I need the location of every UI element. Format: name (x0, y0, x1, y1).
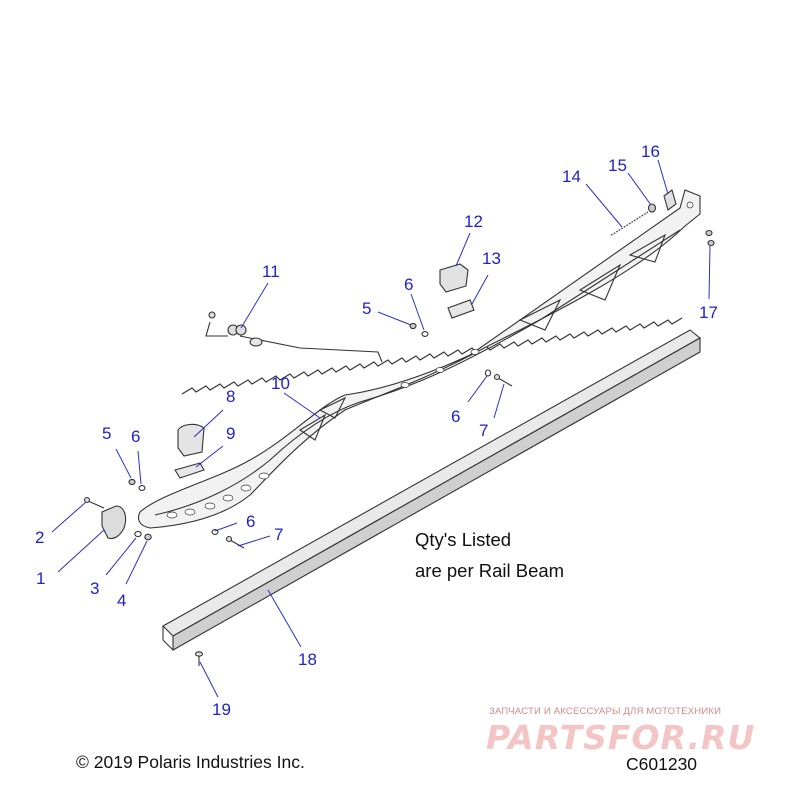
threaded-rod-14 (609, 211, 649, 237)
nut-15 (647, 203, 657, 213)
slide-block-8 (177, 423, 205, 457)
diagram-code: C601230 (626, 754, 698, 774)
callout-7: 7 (274, 525, 283, 544)
callout-19: 19 (212, 700, 231, 719)
copyright-text: © 2019 Polaris Industries Inc. (76, 752, 305, 772)
callout-18: 18 (298, 650, 317, 669)
callout-10: 10 (271, 374, 290, 393)
washer-6-upper (421, 331, 429, 337)
spacer-13 (447, 299, 475, 319)
nut-5 (128, 478, 136, 486)
callout-12: 12 (464, 212, 483, 231)
callout-2: 2 (35, 528, 44, 547)
callout-3: 3 (90, 579, 99, 598)
callout-8: 8 (226, 387, 235, 406)
nut-4 (144, 533, 152, 541)
rivet-19 (194, 651, 204, 666)
callout-5-upper: 5 (362, 299, 371, 318)
callout-17: 17 (699, 303, 718, 322)
slide-block-12 (439, 263, 469, 293)
callout-4: 4 (117, 591, 126, 610)
callout-13: 13 (482, 249, 501, 268)
bolt-7-mid (493, 373, 513, 387)
bolt-17 (705, 229, 715, 247)
rail-beam (137, 189, 701, 529)
wear-strip (162, 317, 701, 651)
callout-14: 14 (562, 167, 581, 186)
callout-1: 1 (36, 569, 45, 588)
callout-15: 15 (608, 156, 627, 175)
spacer-9 (174, 462, 205, 479)
washer-3 (134, 530, 142, 538)
leader-lines (51, 159, 711, 698)
callout-6-lower: 6 (246, 512, 255, 531)
callout-6: 6 (131, 427, 140, 446)
nut-5-upper (409, 322, 417, 330)
callout-6-mid: 6 (451, 407, 460, 426)
washer-6-mid (484, 369, 492, 377)
rail-bumper (101, 505, 127, 540)
callout-9: 9 (226, 424, 235, 443)
bolt-7-lower (225, 535, 245, 549)
bolt-2 (83, 496, 105, 509)
watermark-logo: PARTSFOR.RU (486, 718, 756, 757)
washer-6 (138, 485, 146, 491)
callout-11: 11 (262, 262, 280, 281)
quantity-note-line1: Qty's Listed (415, 529, 512, 550)
callout-5: 5 (102, 424, 111, 443)
limiter-rod-11 (205, 311, 383, 363)
watermark-tagline: ЗАПЧАСТИ И АКСЕССУАРЫ ДЛЯ МОТОТЕХНИКИ (489, 706, 722, 717)
quantity-note-line2: are per Rail Beam (415, 560, 565, 581)
callout-16: 16 (641, 142, 660, 161)
callout-6-upper: 6 (404, 275, 413, 294)
bracket-16 (663, 189, 677, 211)
callout-7-mid: 7 (479, 421, 488, 440)
callout-numbers: 1 2 3 4 5 6 7 8 9 10 11 12 13 14 15 16 1… (35, 142, 718, 719)
